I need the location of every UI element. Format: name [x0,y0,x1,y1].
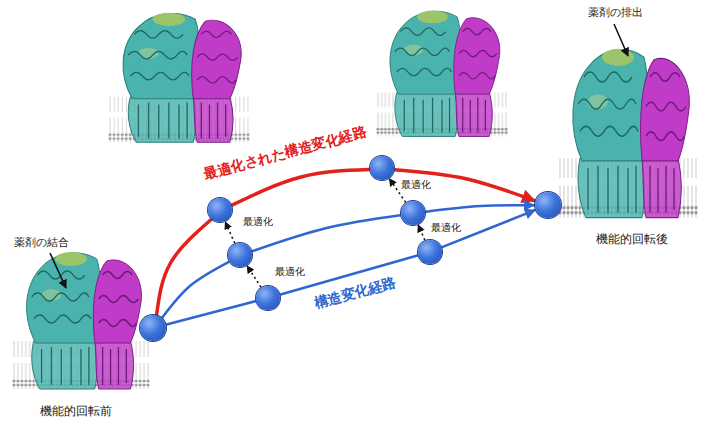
figure-label: 薬剤の結合 [14,236,69,249]
optimization-arrow [247,266,261,287]
step-label: 最適化 [275,266,305,278]
pathway-arrow [395,170,535,201]
figure-label: 機能的回転前 [40,404,112,418]
pathway-arrow [426,205,534,212]
protein-structure [12,252,150,389]
pathway-arrow [252,215,400,251]
pathway-arrow [167,301,256,324]
path-title: 最適化された構造変化経路 [202,123,369,183]
state-node [418,240,442,264]
leader-arrow [50,253,66,288]
leader-arrow [614,24,628,56]
state-node [208,198,232,222]
protein-structure [108,13,250,143]
protein-structure [558,49,698,218]
state-node [370,156,394,180]
step-label: 最適化 [243,216,273,228]
step-label: 最適化 [401,179,431,191]
step-label: 最適化 [431,222,461,234]
state-node [256,286,280,310]
pathway-arrow [162,262,229,318]
pathway-arrow [232,169,369,205]
optimization-arrow [225,222,234,243]
state-node [535,192,561,218]
optimization-arrow [418,225,425,240]
figure-label: 薬剤の排出 [588,6,643,19]
pathway-arrow [157,220,211,315]
state-node [140,315,166,341]
state-node [401,201,425,225]
path-title: 構造変化経路 [312,274,397,312]
state-node [228,243,252,267]
figure-label: 機能的回転後 [596,232,668,246]
protein-structure [376,10,508,136]
